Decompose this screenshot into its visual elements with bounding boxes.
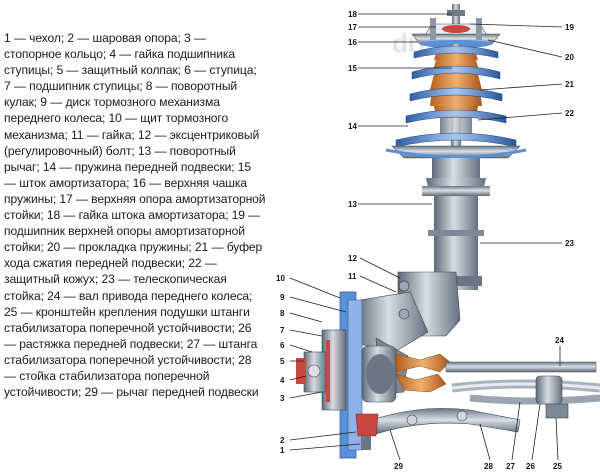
label-12: 12: [348, 254, 357, 263]
label-29: 29: [394, 462, 403, 471]
label-8: 8: [280, 309, 285, 318]
label-20: 20: [565, 53, 574, 62]
label-18: 18: [348, 10, 357, 19]
leader-lines: [289, 13, 563, 461]
callout-numbers: 18 17 16 15 14 13 12 11 10 9 8 7 6 5 4 3…: [276, 10, 574, 471]
label-2: 2: [280, 436, 285, 445]
spring-and-boot: [385, 44, 527, 159]
label-16: 16: [348, 38, 357, 47]
label-22: 22: [565, 109, 574, 118]
label-4: 4: [280, 376, 285, 385]
stabilizer-and-lower-arm: [355, 375, 600, 450]
label-14: 14: [348, 122, 357, 131]
label-7: 7: [280, 326, 285, 335]
upper-strut-mount: [411, 4, 501, 48]
label-5: 5: [280, 357, 285, 366]
label-11: 11: [348, 272, 357, 281]
legend-caption: 1 — чехол; 2 — шаровая опора; 3 — стопор…: [4, 31, 266, 400]
label-15: 15: [348, 64, 357, 73]
label-3: 3: [280, 394, 285, 403]
label-1: 1: [280, 446, 285, 455]
suspension-diagram: drive: [276, 4, 600, 471]
label-25: 25: [553, 462, 562, 471]
telescopic-strut: [422, 158, 490, 290]
label-13: 13: [348, 200, 357, 209]
label-24: 24: [555, 336, 564, 345]
drive-shaft: [395, 353, 597, 393]
label-23: 23: [565, 239, 574, 248]
label-10: 10: [276, 274, 285, 283]
label-21: 21: [565, 80, 574, 89]
label-27: 27: [506, 462, 515, 471]
label-28: 28: [484, 462, 493, 471]
label-17: 17: [348, 23, 357, 32]
label-19: 19: [565, 23, 574, 32]
label-9: 9: [280, 293, 285, 302]
brake-disc-and-hub: [296, 291, 397, 459]
label-6: 6: [280, 341, 285, 350]
label-26: 26: [526, 462, 535, 471]
